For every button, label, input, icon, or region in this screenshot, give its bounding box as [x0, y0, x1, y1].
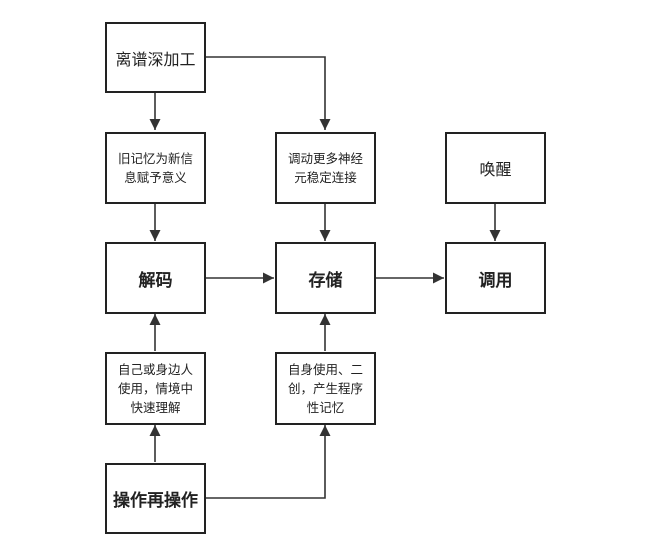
node-self-create-label: 自身使用、二创，产生程序性记忆 — [287, 362, 363, 415]
node-awaken-label: 唤醒 — [479, 160, 512, 179]
node-old-memory: 旧记忆为新信息赋予意义 — [105, 132, 206, 204]
node-operate-again: 操作再操作 — [105, 463, 206, 534]
node-old-memory-label: 旧记忆为新信息赋予意义 — [117, 151, 193, 185]
node-mobilize-neurons: 调动更多神经元稳定连接 — [275, 132, 376, 204]
node-operate-again-label: 操作再操作 — [113, 491, 198, 511]
node-deep-processing: 离谱深加工 — [105, 22, 206, 93]
node-self-use: 自己或身边人使用，情境中快速理解 — [105, 352, 206, 425]
arrow-operate-to-self-create — [205, 425, 331, 499]
node-mobilize-neurons-label: 调动更多神经元稳定连接 — [287, 151, 363, 185]
node-deep-processing-label: 离谱深加工 — [115, 49, 196, 69]
node-self-use-label: 自己或身边人使用，情境中快速理解 — [117, 362, 193, 415]
node-recall-label: 调用 — [478, 270, 513, 291]
node-awaken: 唤醒 — [445, 132, 546, 204]
node-store-label: 存储 — [308, 270, 343, 291]
arrow-deep-to-neurons — [205, 56, 331, 130]
node-decode: 解码 — [105, 242, 206, 314]
node-recall: 调用 — [445, 242, 546, 314]
node-store: 存储 — [275, 242, 376, 314]
node-self-create: 自身使用、二创，产生程序性记忆 — [275, 352, 376, 425]
node-decode-label: 解码 — [138, 270, 173, 291]
